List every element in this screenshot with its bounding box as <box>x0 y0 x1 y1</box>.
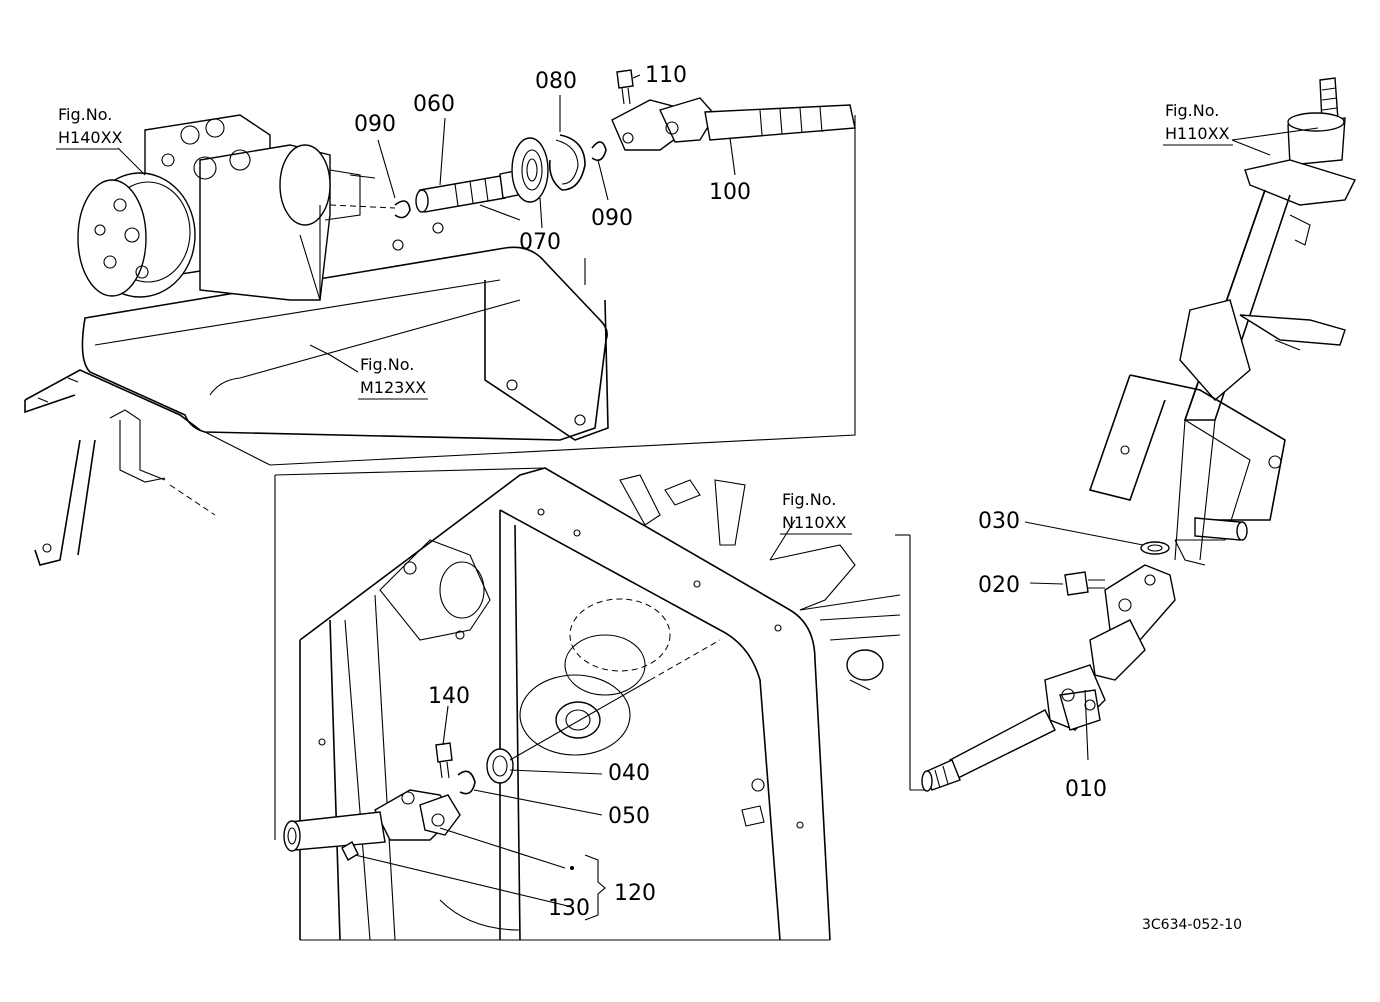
fig-ref-h140-label: Fig.No. <box>58 105 112 124</box>
leader-070 <box>539 197 543 229</box>
part-label-080: 080 <box>535 69 577 94</box>
fig-ref-m123-label: Fig.No. <box>360 355 414 374</box>
leader-m123 <box>309 344 359 373</box>
part-label-070: 070 <box>519 230 561 255</box>
part-label-100: 100 <box>709 180 751 205</box>
leader-090a <box>377 139 396 199</box>
fig-ref-h110: Fig.No. H110XX <box>1163 101 1233 146</box>
fig-ref-h140: Fig.No. H140XX <box>56 105 123 150</box>
fig-ref-n110: Fig.No. N110XX <box>780 490 852 535</box>
steering-unit-illustration <box>24 69 856 566</box>
fig-ref-n110-label: Fig.No. <box>782 490 836 509</box>
cab-frame-illustration <box>274 467 930 941</box>
leader-090b <box>597 159 609 201</box>
drawing-code: 3C634-052-10 <box>1142 917 1242 933</box>
leader-h110-b <box>1231 139 1271 156</box>
part-label-020: 020 <box>978 573 1020 598</box>
leader-110 <box>632 74 641 79</box>
part-label-090-right: 090 <box>591 206 633 231</box>
part-label-090-left: 090 <box>354 112 396 137</box>
fig-ref-h110-number: H110XX <box>1165 124 1230 143</box>
part-label-110: 110 <box>645 63 687 88</box>
fig-ref-h140-number: H140XX <box>58 128 123 147</box>
leader-h110-a <box>1231 127 1319 141</box>
part-label-130: 130 <box>548 896 590 921</box>
leader-100 <box>729 137 736 176</box>
fig-ref-m123: Fig.No. M123XX <box>358 355 428 400</box>
steering-column-illustration <box>921 77 1356 792</box>
part-label-040: 040 <box>608 761 650 786</box>
leader-h140 <box>117 147 146 176</box>
part-label-010: 010 <box>1065 777 1107 802</box>
part-label-120: 120 <box>614 881 656 906</box>
part-label-050: 050 <box>608 804 650 829</box>
leader-n110 <box>769 519 796 561</box>
fig-ref-m123-number: M123XX <box>360 378 426 397</box>
fig-ref-n110-number: N110XX <box>782 513 846 532</box>
fig-ref-h110-label: Fig.No. <box>1165 101 1219 120</box>
leader-060 <box>439 117 446 186</box>
part-label-060: 060 <box>413 92 455 117</box>
part-label-140: 140 <box>428 684 470 709</box>
part-label-030: 030 <box>978 509 1020 534</box>
